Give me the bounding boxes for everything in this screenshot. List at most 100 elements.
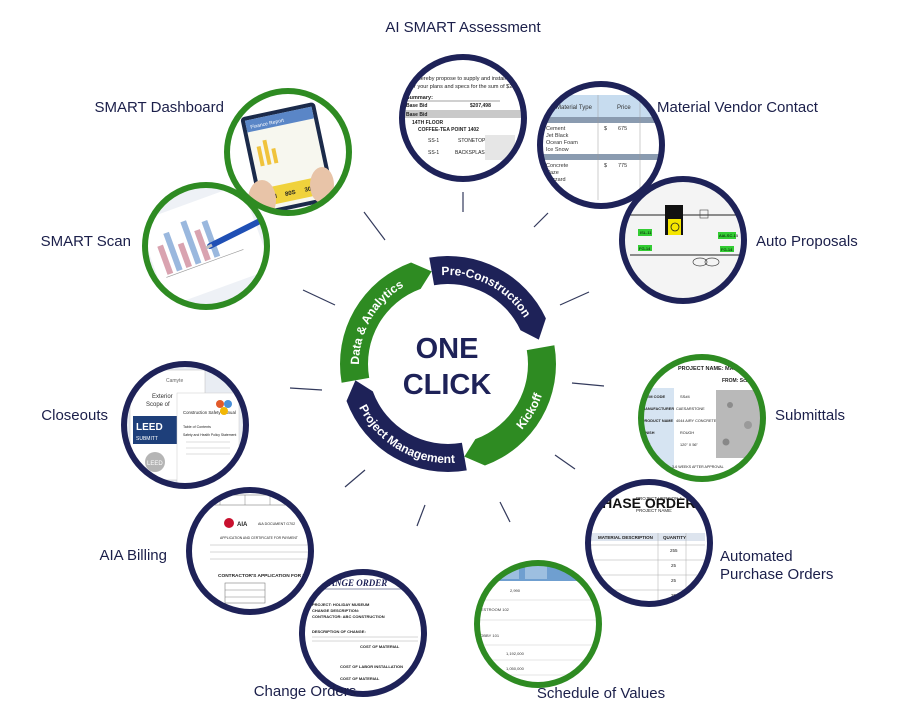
svg-text:LEED: LEED [147, 461, 163, 467]
svg-text:FINISH: FINISH [642, 431, 655, 435]
feature-proposals[interactable]: ISL-11 FG-14 AIA-SC-15 FG-14 [619, 176, 750, 307]
svg-text:LOBBY 101: LOBBY 101 [478, 633, 500, 638]
label-smart-dashboard: SMART Dashboard [94, 99, 224, 116]
feature-schedule-of-values[interactable]: 2,990 RESTROOM 102 LOBBY 101 1,192,000 1… [474, 560, 605, 691]
svg-text:ROUGH: ROUGH [680, 431, 694, 435]
label-material-vendor-contact: Material Vendor Contact [657, 99, 818, 116]
svg-text:Cement: Cement [546, 126, 566, 132]
purchase-order-icon: CHASE ORDER PROJECT VERSION 1 PROJECT NA… [588, 482, 710, 604]
connector-line [416, 504, 426, 527]
label-smart-scan: SMART Scan [40, 233, 131, 250]
svg-text:1,192,000: 1,192,000 [506, 651, 525, 656]
svg-text:CHASE ORDER: CHASE ORDER [592, 495, 695, 511]
svg-text:Ice Snow: Ice Snow [546, 147, 569, 153]
svg-text:MANUFACTURER: MANUFACTURER [642, 407, 674, 411]
svg-text:AIA DOCUMENT G702: AIA DOCUMENT G702 [258, 522, 295, 526]
svg-text:We hereby propose to supply an: We hereby propose to supply and install … [408, 76, 526, 82]
svg-text:25: 25 [671, 563, 677, 568]
connector-line [559, 291, 590, 306]
connector-line [344, 469, 366, 488]
svg-text:Table of Contents: Table of Contents [183, 425, 211, 429]
svg-text:CONTRACTOR'S APPLICATION FOR P: CONTRACTOR'S APPLICATION FOR PA [218, 573, 309, 579]
feature-aia-billing[interactable]: AIA AIA DOCUMENT G702 APPLICATION AND CE… [186, 487, 317, 618]
svg-text:PROJECT: HOLIDAY MUSEUM: PROJECT: HOLIDAY MUSEUM [312, 602, 370, 607]
svg-text:Scope of: Scope of [146, 402, 170, 408]
feature-smart-scan[interactable] [138, 182, 273, 313]
svg-text:Summary:: Summary: [406, 95, 433, 101]
svg-text:$: $ [604, 163, 607, 169]
feature-purchase-orders[interactable]: CHASE ORDER PROJECT VERSION 1 PROJECT NA… [585, 479, 715, 610]
svg-text:255: 255 [670, 548, 678, 553]
svg-text:SUBMITT: SUBMITT [136, 436, 158, 442]
svg-text:LEED: LEED [136, 422, 163, 433]
svg-text:Blizzard: Blizzard [546, 177, 566, 183]
svg-text:120" X 56": 120" X 56" [680, 443, 699, 447]
feature-vendor[interactable]: Material Type Price Cement Jet Black Oce… [537, 81, 668, 212]
label-automated-purchase-orders: Automated Purchase Orders [720, 548, 834, 583]
svg-text:ISL-11: ISL-11 [640, 230, 652, 235]
change-order-icon: CHANGE ORDER PROJECT: HOLIDAY MUSEUM CHA… [302, 572, 424, 694]
proposal-doc-icon: We hereby propose to supply and install … [402, 57, 529, 179]
svg-text:675: 675 [618, 126, 627, 132]
connector-line [289, 387, 323, 391]
bar-chart-paper-icon [145, 185, 267, 307]
svg-text:2,990: 2,990 [510, 588, 521, 593]
cycle-segment [464, 345, 557, 466]
svg-text:CHANGE ORDER: CHANGE ORDER [316, 578, 387, 588]
svg-text:14TH FLOOR: 14TH FLOOR [412, 120, 444, 126]
connector-line [302, 289, 336, 306]
feature-smart-dashboard[interactable]: Finance Report 70M 80S 30% [224, 88, 355, 220]
cycle-segment [429, 256, 546, 340]
aia-form-icon: AIA AIA DOCUMENT G702 APPLICATION AND CE… [189, 490, 311, 612]
svg-text:Jet Black: Jet Black [546, 133, 569, 139]
svg-text:COST OF LABOR INSTALLATION: COST OF LABOR INSTALLATION [340, 664, 403, 669]
feature-closeouts[interactable]: Exterior Scope of Camyte LEED SUBMITT LE… [121, 361, 252, 492]
label-submittals: Submittals [775, 407, 846, 424]
submittal-sheet-icon: PROJECT NAME: MARSHAL FROM: Sca ITEM COD… [641, 357, 763, 479]
svg-text:AIA-SC-15: AIA-SC-15 [719, 233, 739, 238]
cycle-segment [346, 380, 467, 472]
svg-text:Ocean Foam: Ocean Foam [546, 140, 578, 146]
svg-text:PRODUCT NAME: PRODUCT NAME [642, 419, 673, 423]
svg-text:MATERIAL DESCRIPTION: MATERIAL DESCRIPTION [598, 535, 653, 540]
svg-text:Material Type: Material Type [556, 105, 593, 111]
center-title-line2: CLICK [403, 369, 492, 401]
feature-change-orders[interactable]: CHANGE ORDER PROJECT: HOLIDAY MUSEUM CHA… [299, 569, 430, 700]
svg-text:STONETOP: STONETOP [458, 138, 486, 144]
center-disc [376, 292, 520, 436]
svg-text:1,050,000: 1,050,000 [506, 666, 525, 671]
center-title-line1: ONE [416, 333, 479, 365]
closeout-binder-icon: Exterior Scope of Camyte LEED SUBMITT LE… [124, 364, 246, 486]
label-closeouts: Closeouts [41, 407, 108, 424]
svg-text:Base Bid: Base Bid [406, 112, 427, 118]
svg-text:COST OF MATERIAL: COST OF MATERIAL [360, 644, 400, 649]
feature-submittals[interactable]: PROJECT NAME: MARSHAL FROM: Sca ITEM COD… [638, 354, 768, 484]
svg-text:$: $ [604, 126, 607, 132]
svg-text:SS-1: SS-1 [428, 138, 439, 144]
svg-text:PROJECT VERSION 1: PROJECT VERSION 1 [636, 496, 683, 501]
svg-text:3-6 WEEKS AFTER APPROVAL: 3-6 WEEKS AFTER APPROVAL [672, 465, 724, 469]
svg-text:FG-14: FG-14 [721, 247, 733, 252]
connector-line [554, 454, 576, 470]
cycle-segment [340, 262, 432, 383]
label-schedule-of-values: Schedule of Values [536, 685, 666, 702]
svg-text:Haze: Haze [546, 170, 559, 176]
svg-text:SS-1: SS-1 [428, 150, 439, 156]
schedule-table-icon: 2,990 RESTROOM 102 LOBBY 101 1,192,000 1… [477, 563, 599, 685]
connector-line [363, 211, 386, 241]
svg-text:Base Bid: Base Bid [406, 103, 427, 109]
svg-text:$207,498: $207,498 [470, 103, 491, 109]
svg-text:ITEM CODE: ITEM CODE [643, 394, 666, 399]
svg-text:per your plans and specs for t: per your plans and specs for the sum of … [408, 84, 529, 90]
connector-line [533, 212, 549, 228]
feature-assessment[interactable]: We hereby propose to supply and install … [399, 54, 530, 185]
svg-text:FROM: Sca: FROM: Sca [722, 378, 749, 384]
svg-text:CONTRACTOR: ABC CONSTRUCTION: CONTRACTOR: ABC CONSTRUCTION [312, 614, 385, 619]
svg-text:COFFEE-TEA POINT 1402: COFFEE-TEA POINT 1402 [418, 127, 479, 133]
connector-line [499, 501, 511, 523]
connector-lines [289, 192, 605, 527]
svg-text:Concrete: Concrete [546, 163, 568, 169]
svg-text:Exterior: Exterior [152, 394, 173, 400]
